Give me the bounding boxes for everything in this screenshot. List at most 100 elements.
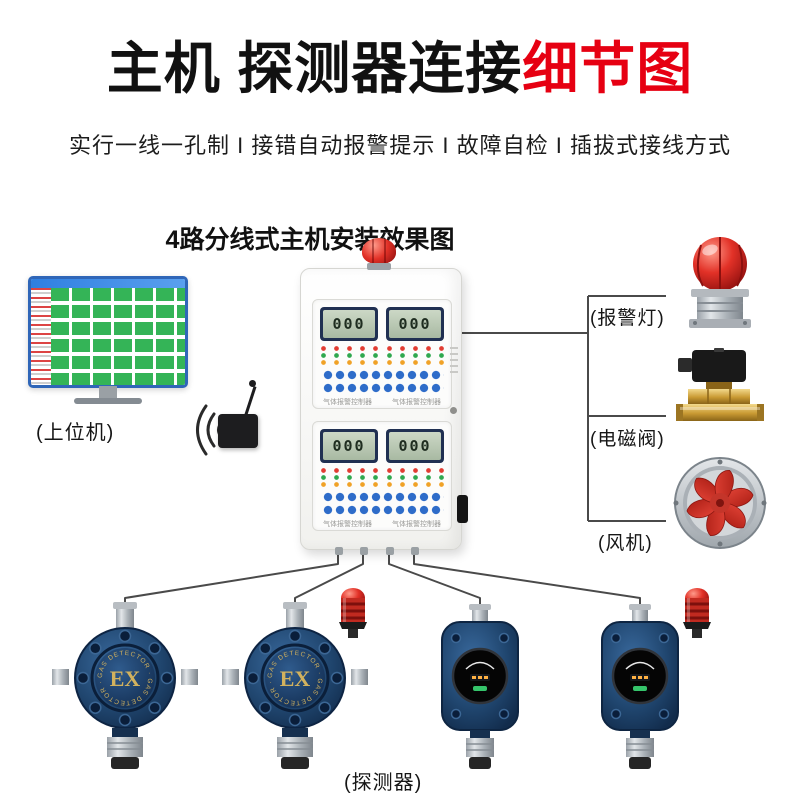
lcd-display-1: 000 <box>320 307 378 341</box>
sensor-mesh <box>281 757 309 769</box>
indicator-leds <box>386 345 444 366</box>
led-row-green <box>386 352 444 359</box>
side-entry-right <box>351 669 368 685</box>
panel-name-text: 气体报警控制器 <box>392 399 441 406</box>
indicator-leds <box>320 467 378 488</box>
sensor-housing <box>466 738 494 757</box>
beacon-stem <box>692 629 702 638</box>
panel-name-row: 气体报警控制器 气体报警控制器 <box>313 519 451 529</box>
sensor-mesh <box>111 757 139 769</box>
side-entry-left <box>52 669 69 685</box>
cover <box>265 648 325 708</box>
sensor-housing <box>277 737 313 757</box>
panel-module-upper: 000 000 气体报警控制器 气体报警控制器 <box>312 299 452 409</box>
panel-buttons[interactable] <box>322 369 444 394</box>
status-led-bar <box>633 686 647 691</box>
beacon-base <box>339 622 367 629</box>
indicator-leds <box>320 345 378 366</box>
lcd-display-3: 000 <box>320 429 378 463</box>
led-row-red <box>320 345 378 352</box>
alarm-light-body <box>689 289 751 328</box>
power-switch[interactable] <box>457 495 468 523</box>
alarm-light-label: (报警灯) <box>590 308 665 329</box>
subtitle: 实行一线一孔制 I 接错自动报警提示 I 故障自检 I 插拔式接线方式 <box>68 133 731 158</box>
panel-name-row: 气体报警控制器 气体报警控制器 <box>313 397 451 407</box>
detectors-label: (探测器) <box>344 772 423 794</box>
title-highlight: 细节图 <box>522 37 694 100</box>
top-entry <box>116 609 134 631</box>
body-bolts <box>450 632 510 720</box>
top-entry-cap <box>629 604 651 610</box>
beacon-base <box>683 622 711 629</box>
flange-bolts <box>76 629 174 727</box>
indicator-leds <box>386 467 444 488</box>
monitor-stand-base <box>74 398 142 404</box>
side-entry-right <box>181 669 198 685</box>
sensor-mesh <box>629 757 651 769</box>
valve-coil <box>678 348 746 382</box>
led-row-orange <box>386 481 444 488</box>
led-row-red <box>320 467 378 474</box>
cable-gland <box>335 547 343 555</box>
cable-gland <box>360 547 368 555</box>
monitor-tile-grid <box>51 288 185 385</box>
panel-name-text: 气体报警控制器 <box>392 521 441 528</box>
section-title: 4路分线式主机安装效果图 <box>165 226 455 254</box>
led-row-orange <box>320 359 378 366</box>
sensor-neck <box>470 730 490 738</box>
ex-marking: EX <box>280 666 311 691</box>
sensor-neck <box>282 728 308 737</box>
valve-body <box>676 382 764 421</box>
monitor-stand-neck <box>99 386 117 399</box>
cover-ring <box>260 643 330 713</box>
lcd-value: 000 <box>323 432 375 460</box>
detector-beacon-4 <box>683 588 711 638</box>
sensor-mesh <box>469 757 491 769</box>
host-computer-monitor <box>28 276 188 406</box>
led-row-green <box>320 474 378 481</box>
led-row-green <box>320 352 378 359</box>
solenoid-valve-device <box>676 348 764 421</box>
panel-module-lower: 000 000 气体报警控制器 气体报警控制器 <box>312 421 452 531</box>
antenna-tip <box>249 380 256 387</box>
beacon-stem <box>348 629 358 638</box>
lcd-value: 000 <box>389 432 441 460</box>
beacon-base <box>367 263 391 270</box>
panel-alarm-beacon <box>359 238 399 270</box>
gas-detector-ex-2: GAS DETECTOR · GAS DETECTOR · EX <box>222 602 368 769</box>
keyhole <box>450 407 457 414</box>
gas-detector-display-1 <box>441 604 519 769</box>
display-arc <box>465 661 495 670</box>
cover-ring <box>90 643 160 713</box>
lcd-value: 000 <box>389 310 441 338</box>
beacon-dome <box>362 238 396 264</box>
sensor-neck <box>630 730 650 738</box>
panel-name-text: 气体报警控制器 <box>323 521 372 528</box>
display-arc <box>625 661 655 670</box>
top-entry-cap <box>283 602 307 609</box>
ex-marking: EX <box>110 666 141 691</box>
top-entry-cap <box>469 604 491 610</box>
top-entry <box>472 610 488 624</box>
monitor-app-window <box>31 288 185 385</box>
host-computer-label: (上位机) <box>36 422 115 444</box>
control-panel: 000 000 气体报警控制器气体报警控制器 000 000 气体报警控制器气体… <box>300 238 468 555</box>
detector-beacon-2 <box>339 588 367 638</box>
panel-buttons[interactable] <box>322 491 444 516</box>
side-entry-left <box>222 669 239 685</box>
top-entry <box>286 609 304 631</box>
sensor-housing <box>107 737 143 757</box>
lcd-display-4: 000 <box>386 429 444 463</box>
led-row-red <box>386 345 444 352</box>
wire-detector-4 <box>413 546 641 608</box>
fan-label: (风机) <box>598 533 653 554</box>
monitor-sidebar <box>31 288 51 385</box>
gas-detector-display-2 <box>601 604 679 769</box>
top-entry <box>632 610 648 624</box>
sensor-neck <box>112 728 138 737</box>
flange-bolts <box>246 629 344 727</box>
panel-name-text: 气体报警控制器 <box>323 399 372 406</box>
page-title: 主机 探测器连接细节图 <box>0 24 800 105</box>
wireless-module <box>218 380 258 448</box>
